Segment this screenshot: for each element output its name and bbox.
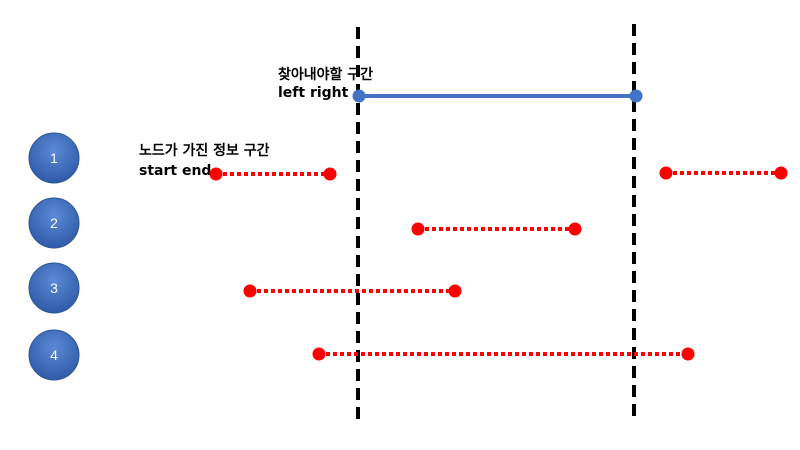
node-2-label: 2 (50, 215, 58, 231)
node-3-label: 3 (50, 280, 58, 296)
node-info-endpoints-label: start end (139, 163, 211, 179)
node-2-interval-start (411, 222, 425, 236)
node-2-interval-end (568, 222, 582, 236)
node-3-interval-end (448, 284, 462, 298)
query-left-point (352, 89, 366, 103)
node-info-title: 노드가 가진 정보 구간 (139, 142, 270, 159)
query-endpoints-label: left right (278, 85, 349, 101)
node-1-interval-b-end (774, 166, 788, 180)
query-right-point (629, 89, 643, 103)
node-1-interval-a-end (323, 167, 337, 181)
node-1-label: 1 (50, 150, 58, 166)
node-1-interval-a-start (209, 167, 223, 181)
node-1-interval-b-start (659, 166, 673, 180)
node-4-label: 4 (50, 347, 58, 363)
node-3-circle (28, 262, 80, 314)
node-4-interval-end (681, 347, 695, 361)
node-4-interval-start (312, 347, 326, 361)
node-1-circle (28, 132, 80, 184)
node-2-circle (28, 197, 80, 249)
node-4-circle (28, 329, 80, 381)
node-3-interval-start (243, 284, 257, 298)
query-title: 찾아내야할 구간 (278, 66, 373, 83)
